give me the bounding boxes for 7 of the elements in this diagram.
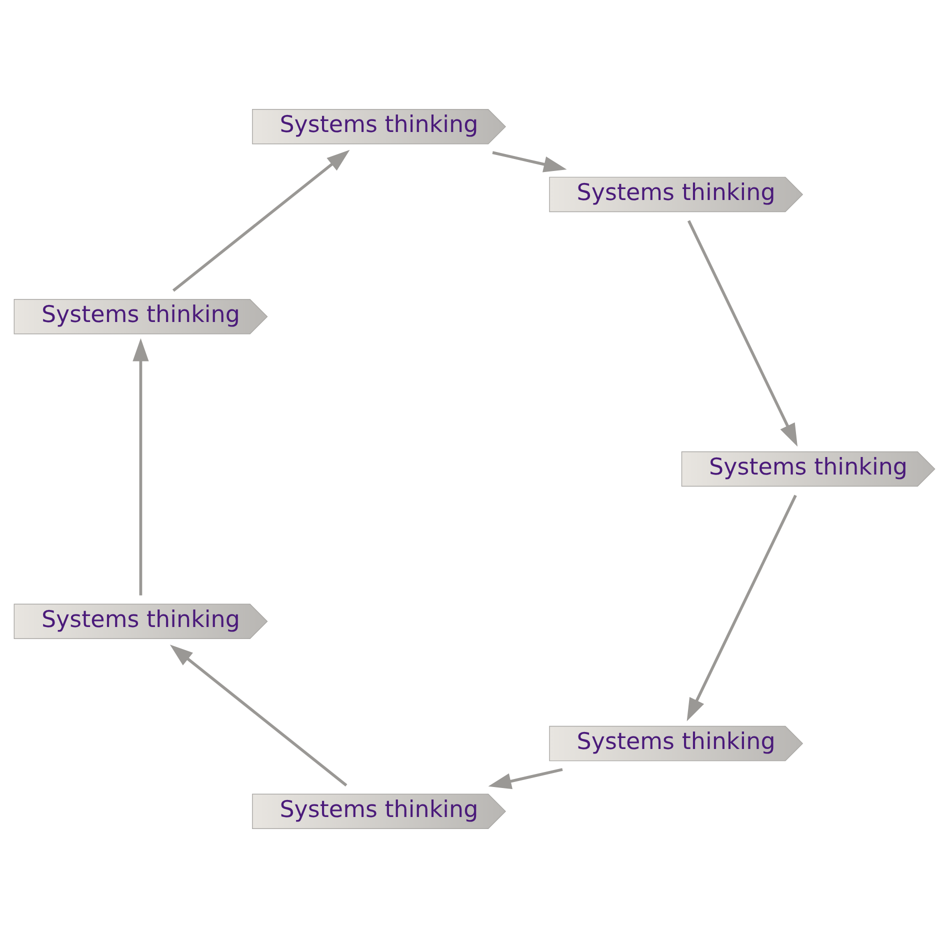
arrow [687,220,798,447]
arrow [686,494,797,722]
arrow [492,151,567,172]
arrow [172,150,350,292]
arrow [488,768,563,790]
arrow [170,644,348,786]
arrow [132,338,149,596]
